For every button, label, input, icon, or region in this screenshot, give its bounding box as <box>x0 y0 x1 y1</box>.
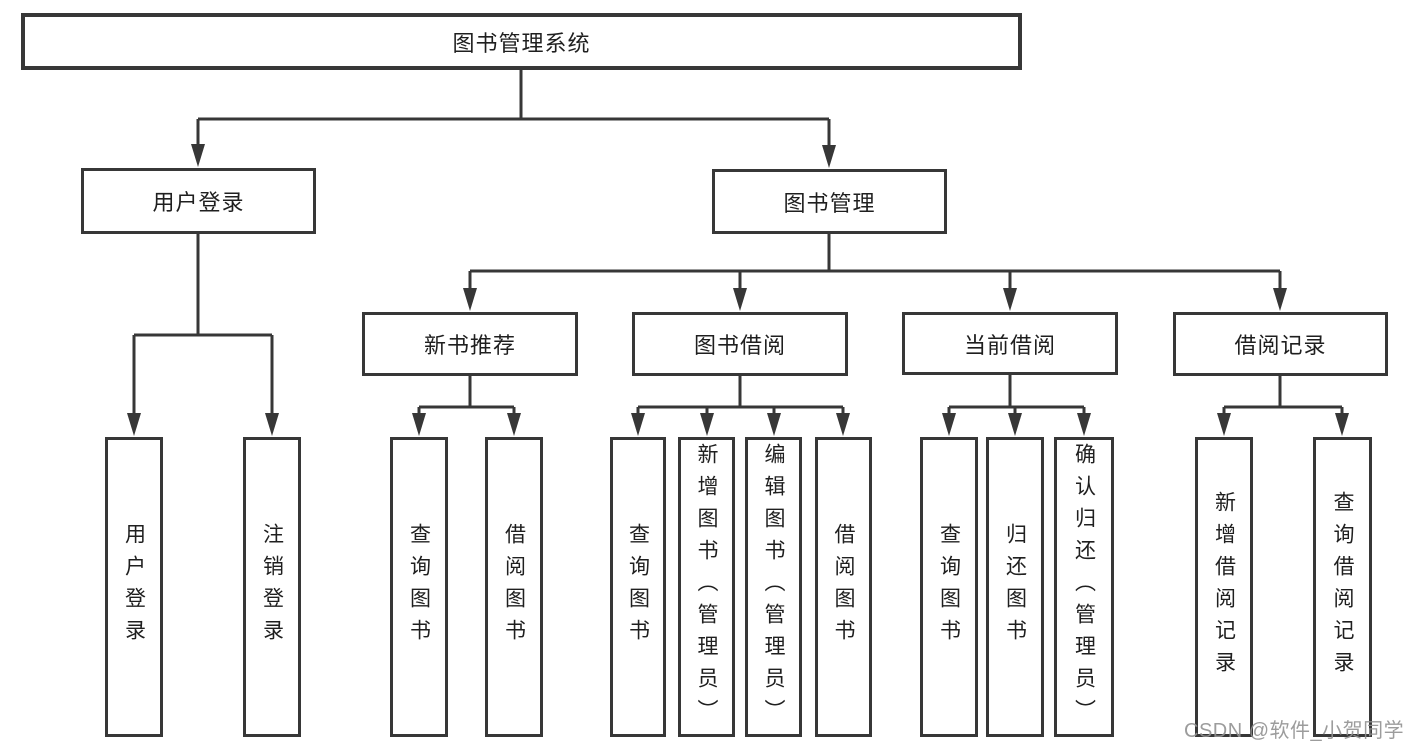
node-new-book-recommend: 新书推荐 <box>362 312 578 376</box>
leaf-logout-label: 注销登录 <box>260 523 284 651</box>
leaf-edit-book-admin: 编辑图书（管理员） <box>745 437 802 737</box>
leaf-query-books-borrow: 查询图书 <box>610 437 666 737</box>
node-user-login: 用户登录 <box>81 168 316 234</box>
leaf-query-borrow-record: 查询借阅记录 <box>1313 437 1372 737</box>
leaf-borrow-books: 借阅图书 <box>815 437 872 737</box>
node-book-borrow: 图书借阅 <box>632 312 848 376</box>
leaf-borrow-books-recommend-label: 借阅图书 <box>502 523 526 651</box>
leaf-add-book-admin-label: 新增图书（管理员） <box>695 443 718 731</box>
node-current-borrow: 当前借阅 <box>902 312 1118 375</box>
leaf-add-borrow-record-label: 新增借阅记录 <box>1212 491 1236 683</box>
leaf-borrow-books-recommend: 借阅图书 <box>485 437 543 737</box>
leaf-add-borrow-record: 新增借阅记录 <box>1195 437 1253 737</box>
leaf-user-login-label: 用户登录 <box>122 523 146 651</box>
leaf-borrow-books-label: 借阅图书 <box>832 523 855 651</box>
node-book-management: 图书管理 <box>712 169 947 234</box>
leaf-user-login: 用户登录 <box>105 437 163 737</box>
node-root-library-management-system: 图书管理系统 <box>21 13 1022 70</box>
leaf-query-books-borrow-label: 查询图书 <box>626 523 650 651</box>
csdn-watermark: CSDN @软件_小贺同学 <box>1184 720 1405 742</box>
node-borrow-records: 借阅记录 <box>1173 312 1388 376</box>
leaf-return-book-label: 归还图书 <box>1003 523 1027 651</box>
connector-path-group <box>132 69 1344 418</box>
leaf-query-books-current: 查询图书 <box>920 437 978 737</box>
leaf-query-books-recommend: 查询图书 <box>390 437 448 737</box>
leaf-confirm-return-admin: 确认归还（管理员） <box>1054 437 1114 737</box>
leaf-return-book: 归还图书 <box>986 437 1044 737</box>
leaf-query-books-current-label: 查询图书 <box>937 523 961 651</box>
leaf-query-borrow-record-label: 查询借阅记录 <box>1331 491 1354 683</box>
leaf-add-book-admin: 新增图书（管理员） <box>678 437 735 737</box>
arrowheads <box>127 144 1349 436</box>
leaf-query-books-recommend-label: 查询图书 <box>407 523 431 651</box>
leaf-logout: 注销登录 <box>243 437 301 737</box>
leaf-edit-book-admin-label: 编辑图书（管理员） <box>762 443 785 731</box>
leaf-confirm-return-admin-label: 确认归还（管理员） <box>1072 443 1096 731</box>
